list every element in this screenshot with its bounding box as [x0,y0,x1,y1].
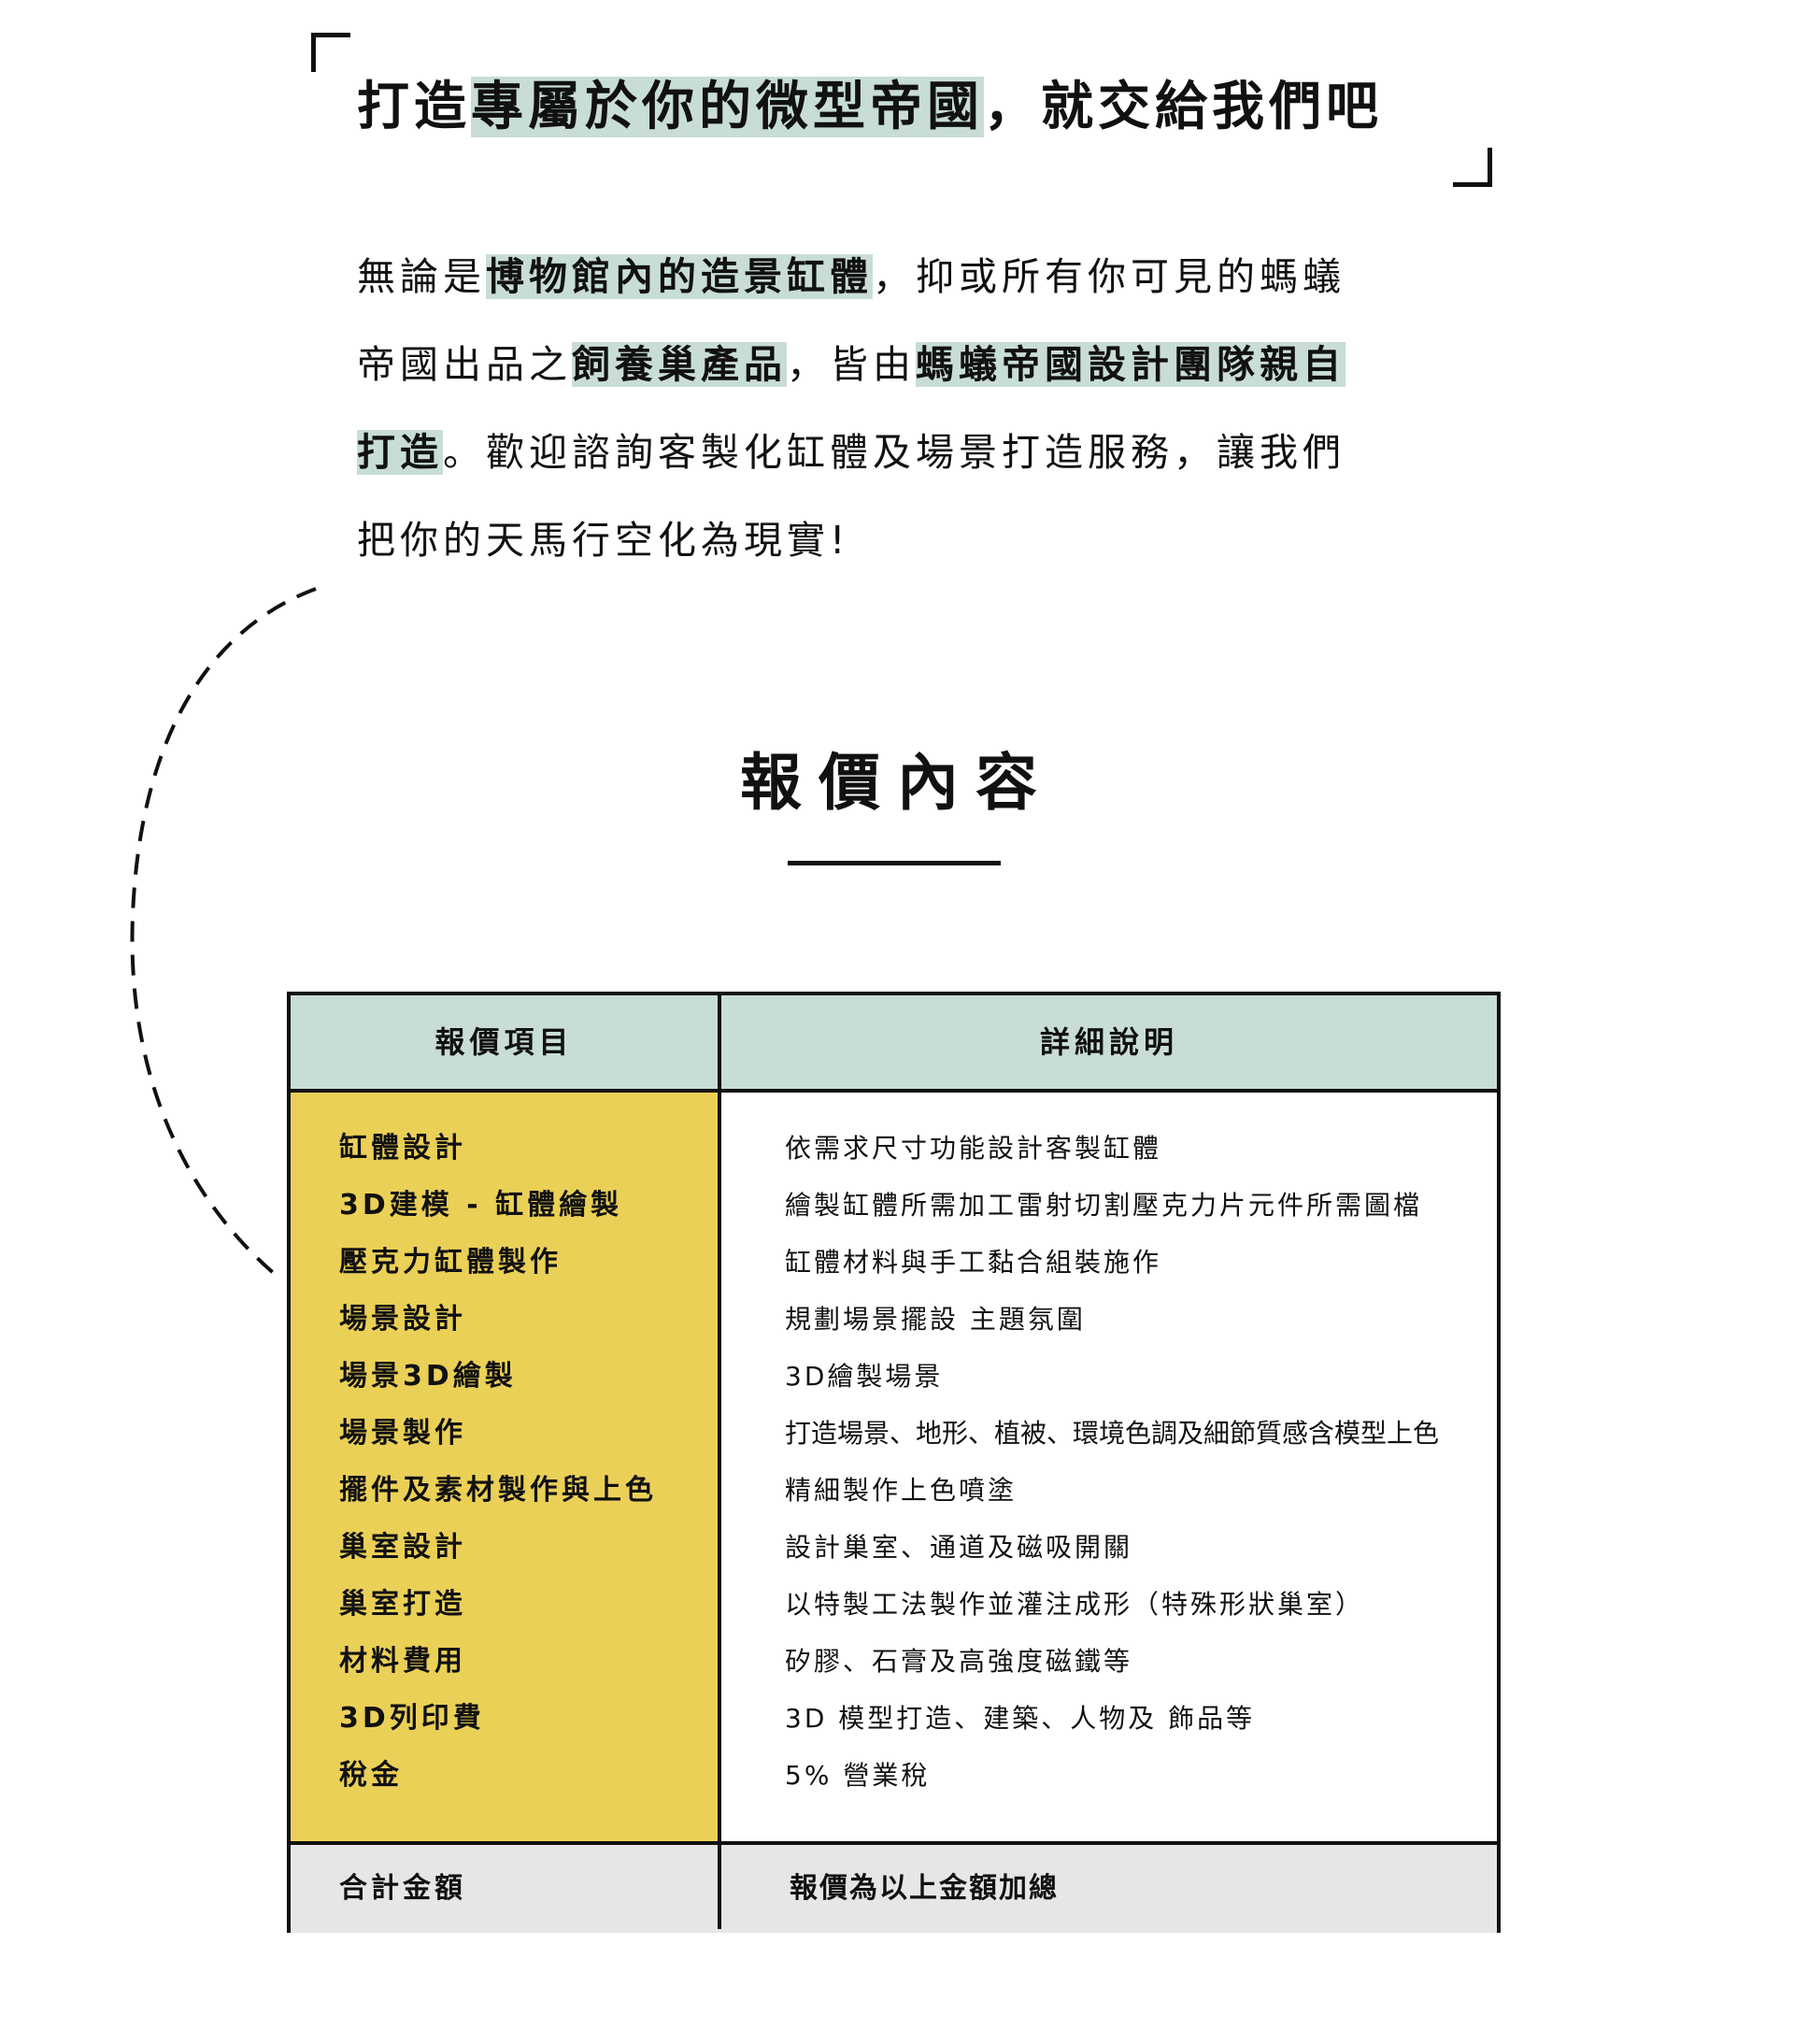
row-description: 以特製工法製作並灌注成形（特殊形狀巢室） [785,1589,1365,1620]
footer-total-description: 報價為以上金額加總 [790,1872,1059,1905]
row-item: 3D建模 - 缸體繪製 [339,1189,623,1222]
title-underline [788,861,1001,865]
table-row: 壓克力缸體製作 缸體材料與手工黏合組裝施作 [291,1242,1497,1299]
column-divider [718,995,721,1929]
table-row: 3D列印費 3D 模型打造、建築、人物及 飾品等 [291,1698,1497,1755]
row-item: 場景製作 [339,1417,466,1450]
table-row: 材料費用 矽膠、石膏及高強度磁鐵等 [291,1641,1497,1698]
row-description: 打造場景、地形、植被、環境色調及細節質感含模型上色 [785,1418,1440,1449]
table-rows: 缸體設計 依需求尺寸功能設計客製缸體 3D建模 - 缸體繪製 繪製缸體所需加工雷射切… [291,1128,1497,1812]
row-description: 矽膠、石膏及高強度磁鐵等 [785,1646,1133,1677]
intro-highlight: 打造 [357,430,443,475]
bottom-right-bracket [1453,148,1492,187]
intro-text: ，皆由 [787,342,916,387]
header-item: 報價項目 [434,1024,574,1060]
table-footer: 合計金額 報價為以上金額加總 [291,1841,1497,1933]
row-description: 依需求尺寸功能設計客製缸體 [785,1133,1162,1164]
table-row: 3D建模 - 缸體繪製 繪製缸體所需加工雷射切割壓克力片元件所需圖檔 [291,1185,1497,1242]
intro-text: ，抑或所有你可見的螞蟻 [873,254,1346,299]
intro-line-3: 打造。歡迎諮詢客製化缸體及場景打造服務，讓我們 [357,426,1459,514]
intro-line-2: 帝國出品之飼養巢產品，皆由螞蟻帝國設計團隊親自 [357,338,1459,426]
intro-text: 。歡迎諮詢客製化缸體及場景打造服務，讓我們 [443,430,1346,475]
header-description: 詳細說明 [1039,1024,1178,1060]
intro-highlight: 博物館內的造景缸體 [486,254,873,299]
row-item: 缸體設計 [339,1132,466,1165]
headline-highlight: 專屬於你的微型帝國 [471,77,984,137]
intro-line-4: 把你的天馬行空化為現實! [357,514,1459,602]
row-description: 設計巢室、通道及磁吸開關 [785,1532,1133,1563]
headline-suffix: ，就交給我們吧 [984,77,1383,137]
table-row: 缸體設計 依需求尺寸功能設計客製缸體 [291,1128,1497,1185]
row-item: 材料費用 [339,1645,466,1678]
row-item: 擺件及素材製作與上色 [339,1474,657,1507]
row-item: 壓克力缸體製作 [339,1246,562,1279]
item-column-background [291,1093,718,1841]
table-row: 巢室設計 設計巢室、通道及磁吸開關 [291,1527,1497,1584]
intro-text: 把你的天馬行空化為現實! [357,518,850,563]
table-row: 稅金 5% 營業稅 [291,1755,1497,1812]
table-row: 場景設計 規劃場景擺設 主題氛圍 [291,1299,1497,1356]
row-description: 3D繪製場景 [785,1361,944,1392]
row-description: 5% 營業稅 [785,1760,931,1791]
headline-prefix: 打造 [357,77,471,137]
intro-paragraph: 無論是博物館內的造景缸體，抑或所有你可見的螞蟻 帝國出品之飼養巢產品，皆由螞蟻帝… [357,250,1459,602]
top-left-bracket [311,33,350,72]
intro-highlight: 飼養巢產品 [572,342,787,387]
headline: 打造專屬於你的微型帝國，就交給我們吧 [357,73,1383,142]
row-description: 規劃場景擺設 主題氛圍 [785,1304,1086,1335]
intro-text: 帝國出品之 [357,342,572,387]
dashed-arc-decoration [130,587,317,1282]
quote-table: 報價項目 詳細說明 缸體設計 依需求尺寸功能設計客製缸體 3D建模 - 缸體繪製 繪… [287,992,1501,1933]
footer-total-label: 合計金額 [339,1872,466,1905]
row-item: 巢室設計 [339,1531,466,1564]
row-item: 巢室打造 [339,1588,466,1621]
table-row: 巢室打造 以特製工法製作並灌注成形（特殊形狀巢室） [291,1584,1497,1641]
row-item: 場景設計 [339,1303,466,1336]
row-item: 場景3D繪製 [339,1360,517,1393]
intro-text: 無論是 [357,254,486,299]
table-row: 場景製作 打造場景、地形、植被、環境色調及細節質感含模型上色 [291,1413,1497,1470]
intro-highlight: 螞蟻帝國設計團隊親自 [916,342,1346,387]
row-item: 稅金 [339,1759,403,1792]
intro-line-1: 無論是博物館內的造景缸體，抑或所有你可見的螞蟻 [357,250,1459,338]
table-header: 報價項目 詳細說明 [291,995,1497,1093]
row-description: 繪製缸體所需加工雷射切割壓克力片元件所需圖檔 [785,1190,1423,1221]
row-description: 精細製作上色噴塗 [785,1475,1018,1506]
table-row: 擺件及素材製作與上色 精細製作上色噴塗 [291,1470,1497,1527]
row-description: 3D 模型打造、建築、人物及 飾品等 [785,1703,1256,1734]
row-description: 缸體材料與手工黏合組裝施作 [785,1247,1162,1278]
row-item: 3D列印費 [339,1702,485,1735]
section-title: 報價內容 [740,747,1054,819]
table-row: 場景3D繪製 3D繪製場景 [291,1356,1497,1413]
